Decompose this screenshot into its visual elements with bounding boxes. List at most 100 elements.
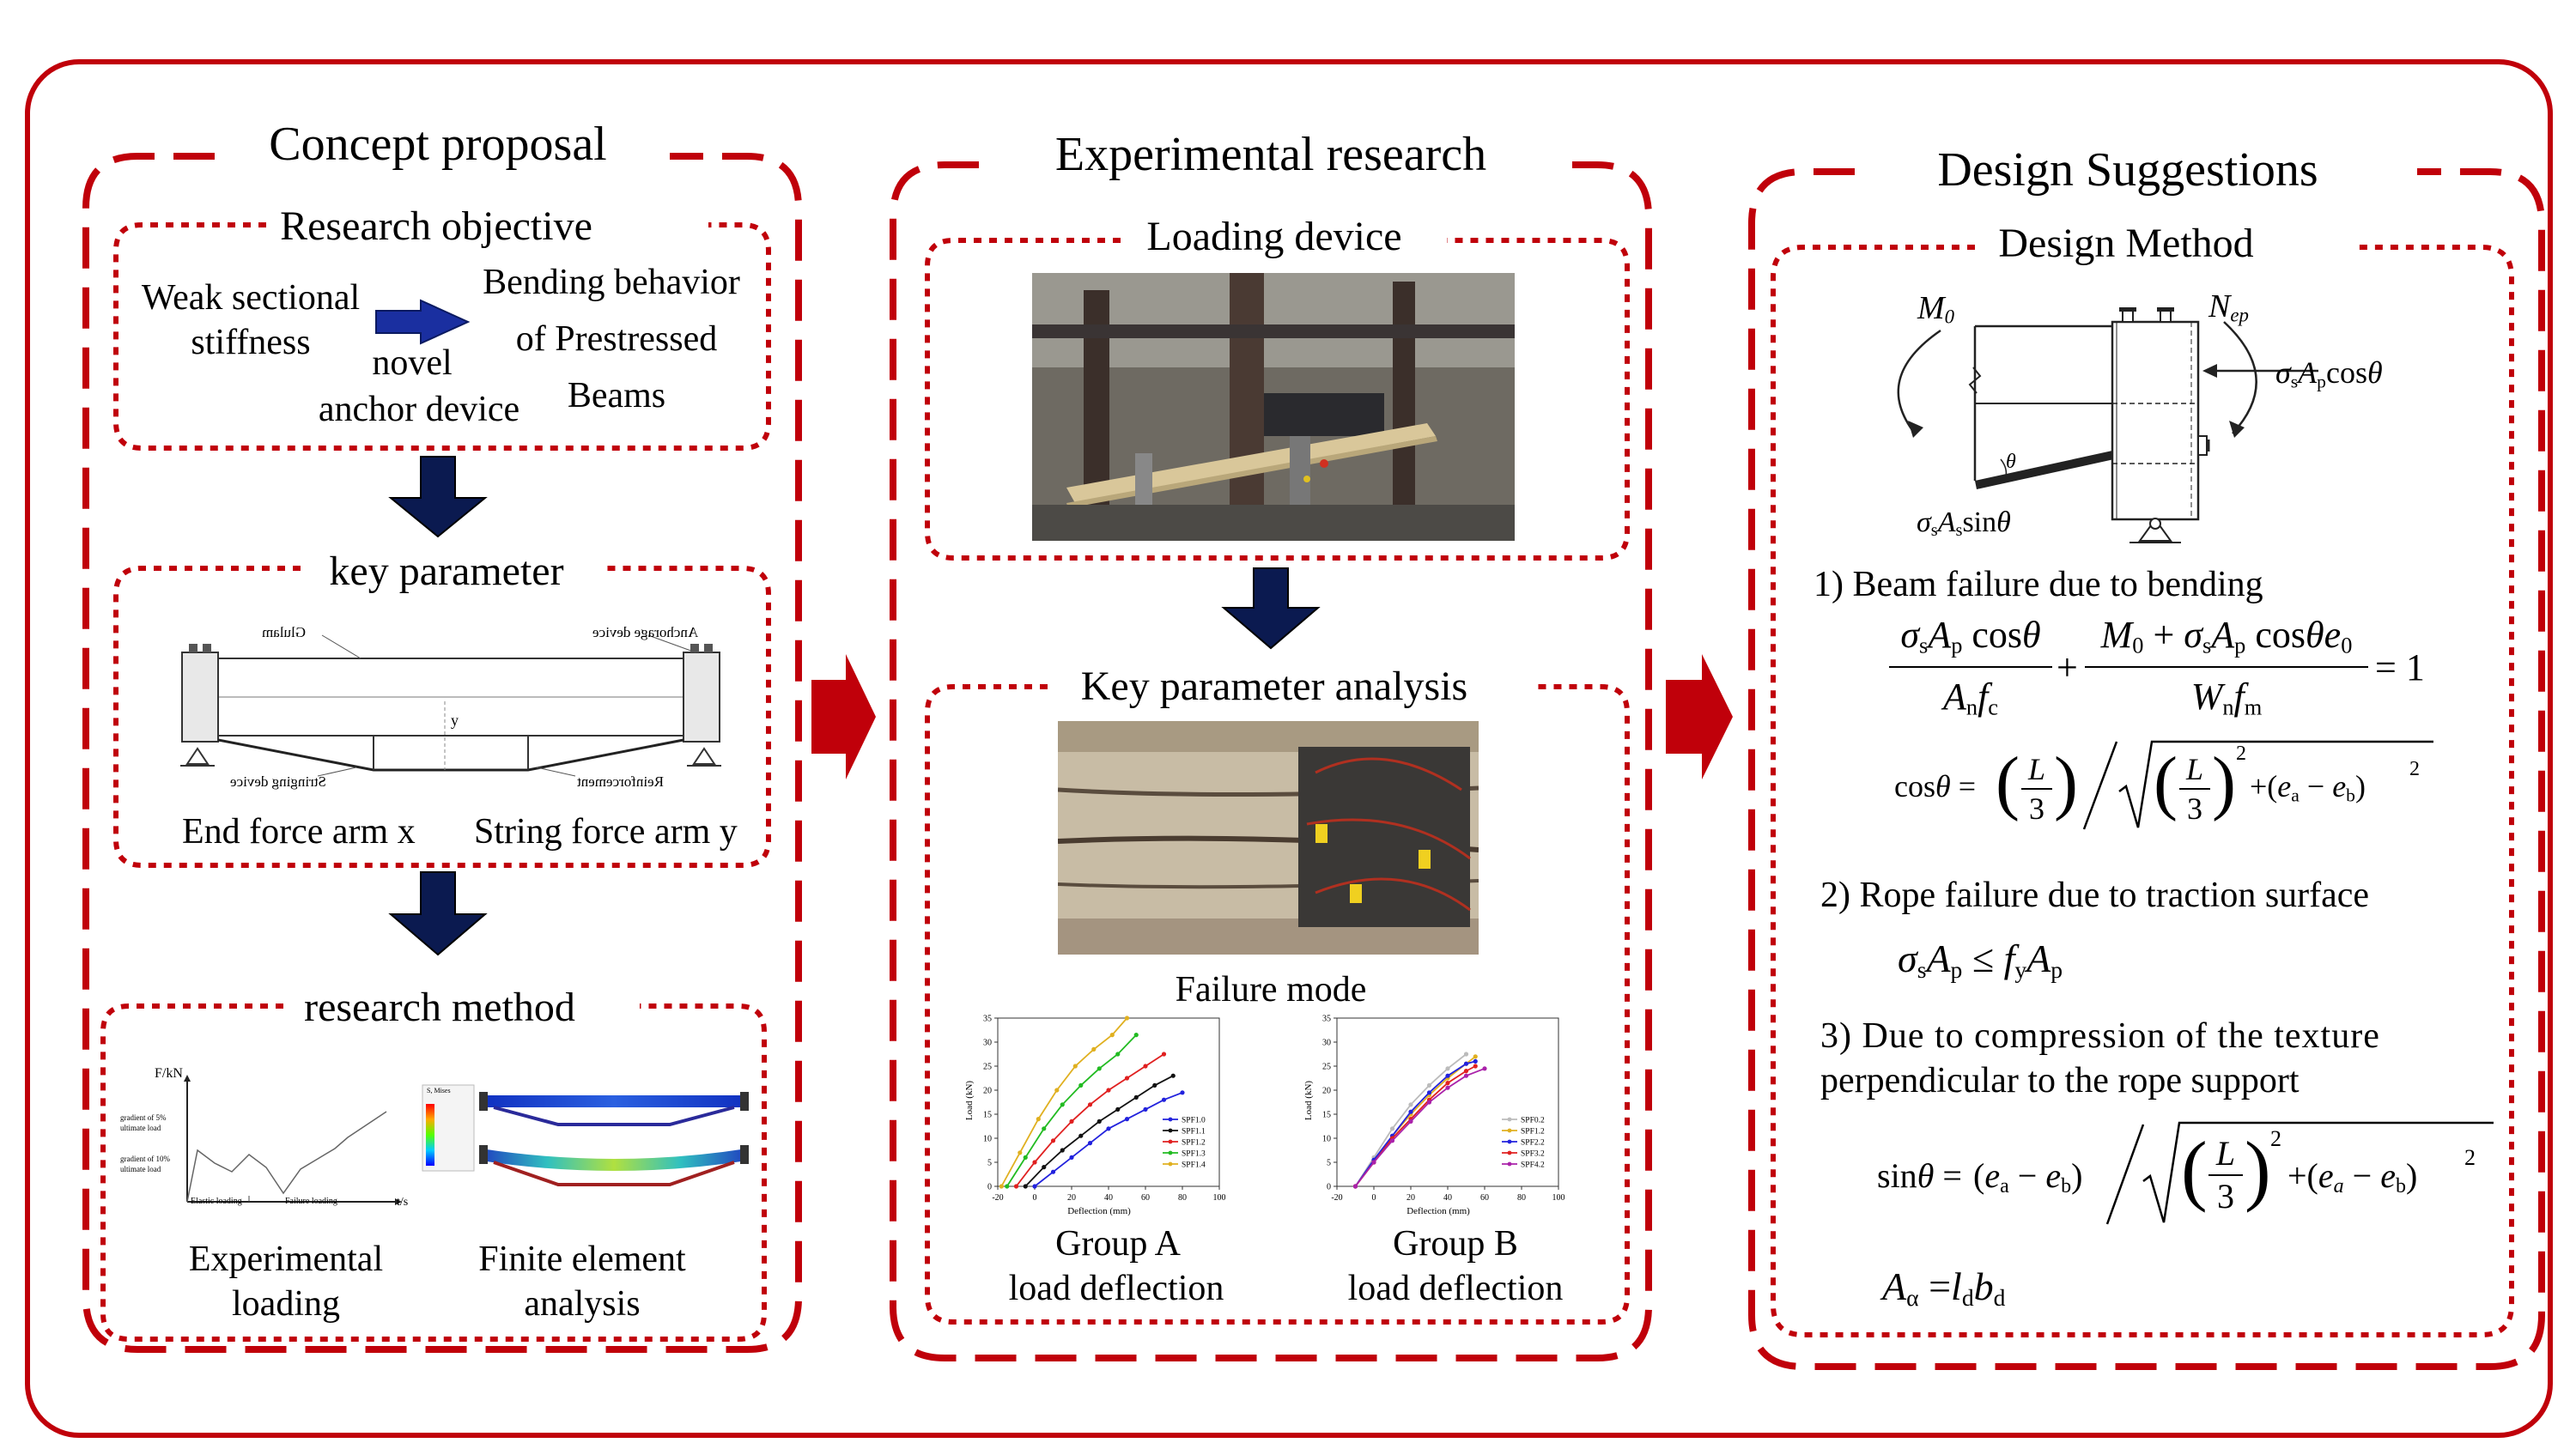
formula-bending: σsAp cosθ Anfc + M0 + σsAp cosθe0 Wnfm =… [1889, 616, 2439, 728]
formula-term: ( [2154, 743, 2178, 822]
analysis-frame [925, 684, 1630, 1325]
series-line [1354, 1067, 1485, 1187]
y-tick-label: 10 [983, 1135, 992, 1144]
y-tick-label: 5 [1327, 1159, 1331, 1168]
novel-line1: novel [372, 343, 453, 383]
data-point [1042, 1126, 1047, 1131]
formula-term: +(ea − eb) [2250, 769, 2366, 806]
data-point [1097, 1066, 1102, 1071]
legend-label: SPF3.2 [1521, 1150, 1545, 1159]
x-tick-label: 80 [1517, 1193, 1526, 1203]
data-point [1463, 1052, 1469, 1057]
fraction-bar [2021, 788, 2052, 790]
data-point [1109, 1033, 1115, 1038]
research-method-title: research method [304, 985, 575, 1030]
fraction-bar [1889, 666, 2052, 668]
stringing-label: Stringing device [230, 773, 326, 790]
loading-plot [184, 1075, 402, 1205]
data-point [1473, 1054, 1478, 1059]
loading-device-photo [1032, 273, 1515, 541]
research-method-frame [100, 1003, 767, 1342]
formula-term: 2 [2464, 1145, 2476, 1170]
weak-line2: stiffness [191, 323, 311, 362]
data-point [1463, 1061, 1469, 1066]
formula-term: +(ea − eb) [2287, 1156, 2418, 1197]
data-point [1161, 1052, 1167, 1057]
data-point [1050, 1138, 1056, 1143]
weak-line1: Weak sectional [141, 278, 361, 318]
x-tick-label: 20 [1067, 1193, 1076, 1203]
x-tick-label: 60 [1141, 1193, 1150, 1203]
formula-term: ( [2181, 1125, 2208, 1213]
g5-line2: ultimate load [120, 1124, 161, 1132]
formula-term: 2 [2409, 758, 2420, 780]
data-point [1426, 1100, 1432, 1105]
y-tick-label: 25 [1322, 1063, 1331, 1072]
formula-term: 3 [2029, 791, 2044, 826]
formula-term: σsAp cosθ [1900, 614, 2041, 658]
data-point [1097, 1119, 1102, 1124]
data-point [1054, 1088, 1060, 1093]
data-point [1032, 1160, 1037, 1165]
data-point [1180, 1090, 1185, 1095]
y-tick-label: 0 [987, 1183, 992, 1192]
y-tick-label: 5 [987, 1159, 992, 1168]
data-point [1143, 1064, 1148, 1069]
x-tick-label: 0 [1033, 1193, 1037, 1203]
design-item-2: 2) Rope failure due to traction surface [1820, 876, 2370, 915]
outer-border [25, 59, 2553, 1438]
legend-label: SPF2.2 [1521, 1139, 1545, 1148]
y-tick-label: 35 [983, 1015, 992, 1024]
series-line [1005, 1034, 1137, 1187]
sqrt-sign [2142, 1121, 2494, 1223]
x-tick-label: 100 [1552, 1193, 1565, 1203]
y-tick-label: 25 [983, 1063, 992, 1072]
legend-marker [1507, 1128, 1512, 1133]
formula-term: cosθ = [1894, 769, 1976, 803]
design-method-frame [1771, 245, 2514, 1337]
data-point [1087, 1141, 1093, 1146]
key-parameter-frame [113, 566, 771, 868]
bending-line1: Bending behavior [483, 263, 740, 302]
legend-label: SPF1.1 [1182, 1128, 1206, 1137]
formula-term: 3 [2187, 791, 2202, 826]
data-point [1170, 1073, 1176, 1078]
legend-label: SPF0.2 [1521, 1117, 1545, 1125]
legend-marker [1168, 1117, 1173, 1122]
fraction-bar [2085, 666, 2368, 668]
group-b-line1: Group B [1393, 1224, 1518, 1264]
concept-title: Concept proposal [269, 118, 607, 171]
legend-marker [1507, 1161, 1512, 1167]
data-point [1161, 1097, 1167, 1102]
legend-marker [1507, 1139, 1512, 1144]
fea-legend-title: S, Mises [427, 1087, 451, 1094]
experimental-frame [890, 161, 1652, 1361]
arrow-right-icon [1666, 654, 1733, 779]
data-point [1426, 1090, 1432, 1095]
data-point [1124, 1016, 1130, 1021]
objective-title: Research objective [280, 203, 592, 249]
arrow-right-icon [811, 654, 876, 779]
moment-label: M0 [1917, 290, 1955, 328]
formula-term: ) [2245, 1125, 2271, 1213]
legend-label: SPF1.4 [1182, 1161, 1206, 1170]
objective-frame [113, 222, 771, 451]
data-point [1018, 1150, 1023, 1155]
formula-rope: σsAp ≤ fyAp [1898, 937, 2063, 983]
x-tick-label: -20 [992, 1193, 1003, 1203]
formula-term: (ea − eb) [1973, 1156, 2083, 1197]
division-slash [2105, 1124, 2145, 1225]
fraction-bar [2208, 1174, 2243, 1176]
legend-marker [1507, 1150, 1512, 1155]
data-point [1371, 1160, 1376, 1165]
formula-term: M0 + σsAp cosθe0 [2100, 614, 2353, 658]
data-point [1389, 1126, 1395, 1131]
division-slash [2082, 741, 2118, 830]
chart-a-xlabel: Deflection (mm) [1067, 1206, 1131, 1216]
failure-label: Failure loading [285, 1197, 337, 1206]
y-tick-label: 0 [1327, 1183, 1331, 1192]
formula-term: + [2057, 646, 2078, 688]
formula-term: L [2215, 1134, 2236, 1173]
y-label: y [451, 712, 459, 729]
